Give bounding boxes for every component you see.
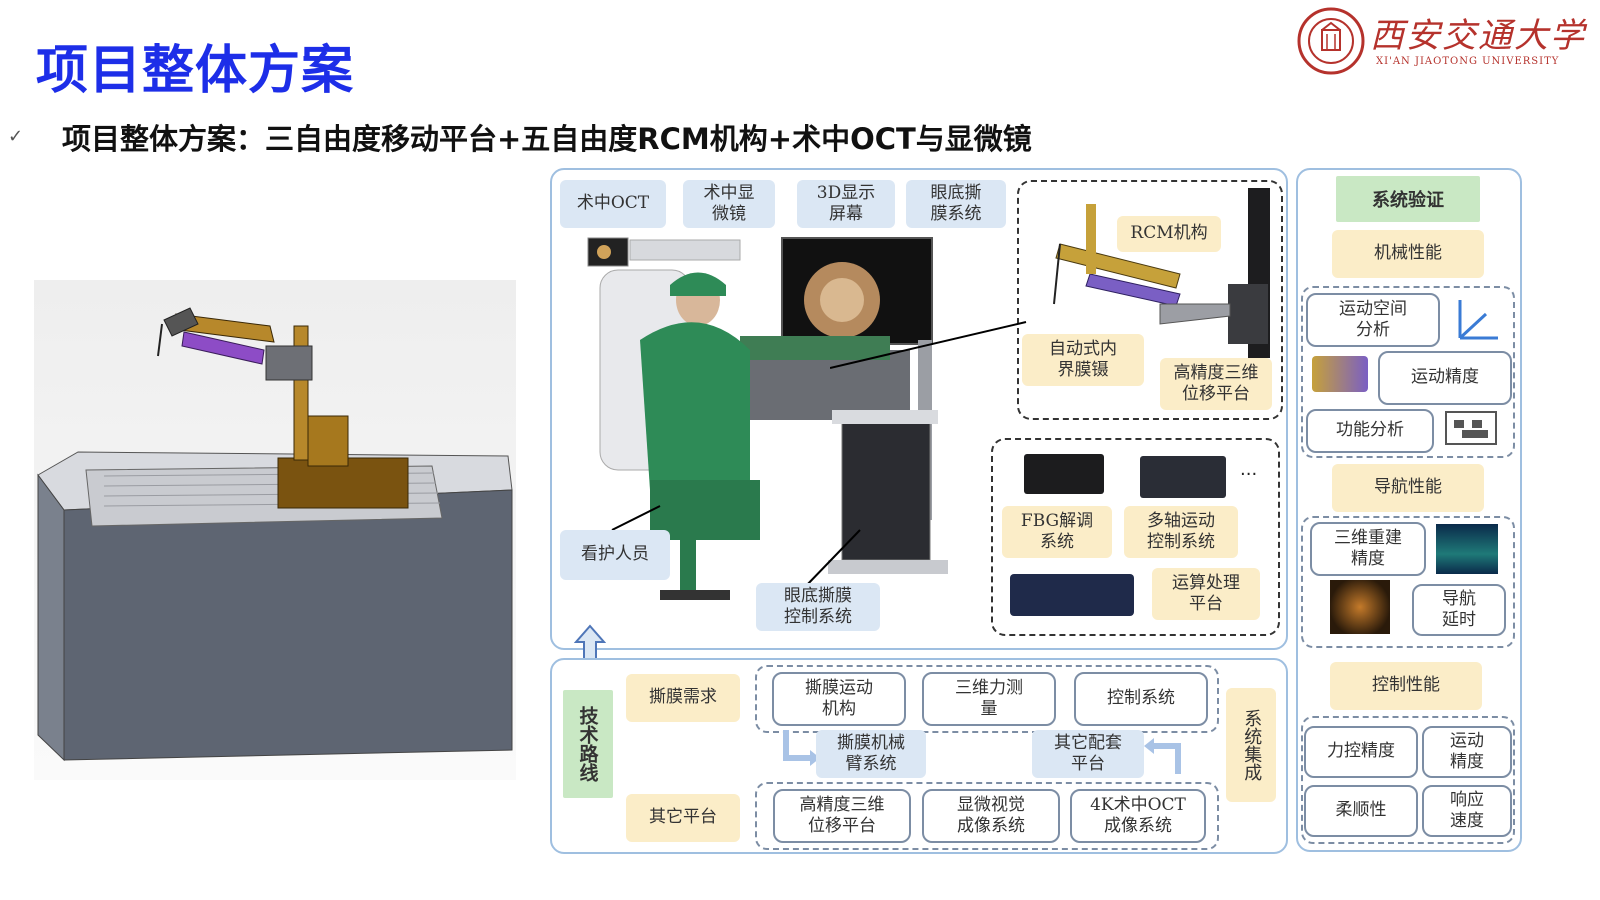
oct-scan-thumbnail bbox=[1436, 524, 1498, 574]
axes-icon bbox=[1458, 300, 1498, 340]
label-3d-display: 3D显示 屏幕 bbox=[797, 180, 895, 228]
label-membrane-demand: 撕膜需求 bbox=[626, 674, 740, 722]
item-3d-force[interactable]: 三维力测 量 bbox=[922, 672, 1056, 726]
label-compute: 运算处理 平台 bbox=[1152, 568, 1260, 620]
item-motion-accuracy[interactable]: 运动精度 bbox=[1378, 351, 1512, 405]
verification-title: 系统验证 bbox=[1336, 176, 1480, 222]
more-hardware-ellipsis: ··· bbox=[1240, 464, 1258, 485]
label-system-integration: 系统集成 bbox=[1226, 688, 1276, 802]
nav-group bbox=[1301, 516, 1515, 648]
logo-english: XI'AN JIAOTONG UNIVERSITY bbox=[1376, 56, 1560, 67]
ctrl-group bbox=[1301, 716, 1515, 844]
item-membrane-motion[interactable]: 撕膜运动 机构 bbox=[772, 672, 906, 726]
page-subtitle: 项目整体方案：三自由度移动平台+五自由度RCM机构+术中OCT与显微镜 bbox=[62, 122, 1032, 156]
fundus-thumbnail bbox=[1330, 580, 1390, 634]
label-nurse: 看护人员 bbox=[560, 530, 670, 580]
label-microscope: 术中显 微镜 bbox=[683, 180, 775, 228]
fbg-device-image bbox=[1024, 454, 1104, 494]
surgery-scene-illustration bbox=[560, 230, 1020, 630]
hardware-box bbox=[991, 438, 1280, 636]
label-control-performance: 控制性能 bbox=[1330, 662, 1482, 710]
label-control-system: 眼底撕膜 控制系统 bbox=[756, 583, 880, 631]
elbow-arrow-left-icon bbox=[783, 730, 820, 766]
rcm-mechanism-illustration bbox=[1030, 184, 1278, 404]
label-auto-tweezers: 自动式内 界膜镊 bbox=[1022, 334, 1144, 386]
page-title: 项目整体方案 bbox=[36, 41, 355, 101]
label-other-platforms: 其它平台 bbox=[626, 794, 740, 842]
label-fbg: FBG解调 系统 bbox=[1002, 506, 1112, 558]
item-response-speed[interactable]: 响应 速度 bbox=[1422, 785, 1512, 837]
label-3d-stage: 高精度三维 位移平台 bbox=[1160, 358, 1272, 410]
item-force-accuracy[interactable]: 力控精度 bbox=[1304, 726, 1418, 778]
item-workspace[interactable]: 运动空间 分析 bbox=[1306, 293, 1440, 347]
tech-route-title: 技术路线 bbox=[563, 690, 613, 798]
university-seal-icon bbox=[1296, 6, 1366, 80]
item-3d-reconstruction[interactable]: 三维重建 精度 bbox=[1310, 522, 1426, 576]
item-nav-latency[interactable]: 导航 延时 bbox=[1412, 584, 1506, 636]
rcm-mechanism-box bbox=[1017, 180, 1283, 420]
compute-device-image bbox=[1010, 574, 1134, 616]
item-4k-oct[interactable]: 4K术中OCT 成像系统 bbox=[1070, 789, 1206, 843]
row2-group bbox=[755, 782, 1219, 850]
row1-group bbox=[755, 665, 1219, 733]
check-icon: ✓ bbox=[8, 126, 24, 147]
item-control-system[interactable]: 控制系统 bbox=[1074, 672, 1208, 726]
label-intraop-oct: 术中OCT bbox=[560, 180, 666, 228]
label-mechanical: 机械性能 bbox=[1332, 230, 1484, 278]
label-navigation: 导航性能 bbox=[1332, 464, 1484, 512]
item-function-analysis[interactable]: 功能分析 bbox=[1306, 409, 1434, 453]
motion-controller-image bbox=[1140, 456, 1226, 498]
item-compliance[interactable]: 柔顺性 bbox=[1304, 785, 1418, 837]
item-other-platform[interactable]: 其它配套 平台 bbox=[1032, 730, 1144, 778]
item-micro-vision[interactable]: 显微视觉 成像系统 bbox=[922, 789, 1060, 843]
label-membrane-system: 眼底撕 膜系统 bbox=[906, 180, 1006, 228]
item-ctrl-motion-accuracy[interactable]: 运动 精度 bbox=[1422, 726, 1512, 778]
item-arm-system[interactable]: 撕膜机械 臂系统 bbox=[816, 730, 926, 778]
gear-rack-icon bbox=[1445, 411, 1497, 445]
logo-chinese: 西安交通大学 bbox=[1370, 16, 1586, 56]
rcm-leader-line bbox=[830, 321, 1027, 369]
elbow-arrow-right-icon bbox=[1144, 738, 1181, 774]
mechanism-thumbnail bbox=[1312, 356, 1368, 392]
label-multi-axis: 多轴运动 控制系统 bbox=[1124, 506, 1238, 558]
robot-cad-image bbox=[34, 280, 516, 780]
item-3d-displacement[interactable]: 高精度三维 位移平台 bbox=[773, 789, 911, 843]
mech-group bbox=[1301, 286, 1515, 458]
label-rcm: RCM机构 bbox=[1117, 216, 1221, 252]
